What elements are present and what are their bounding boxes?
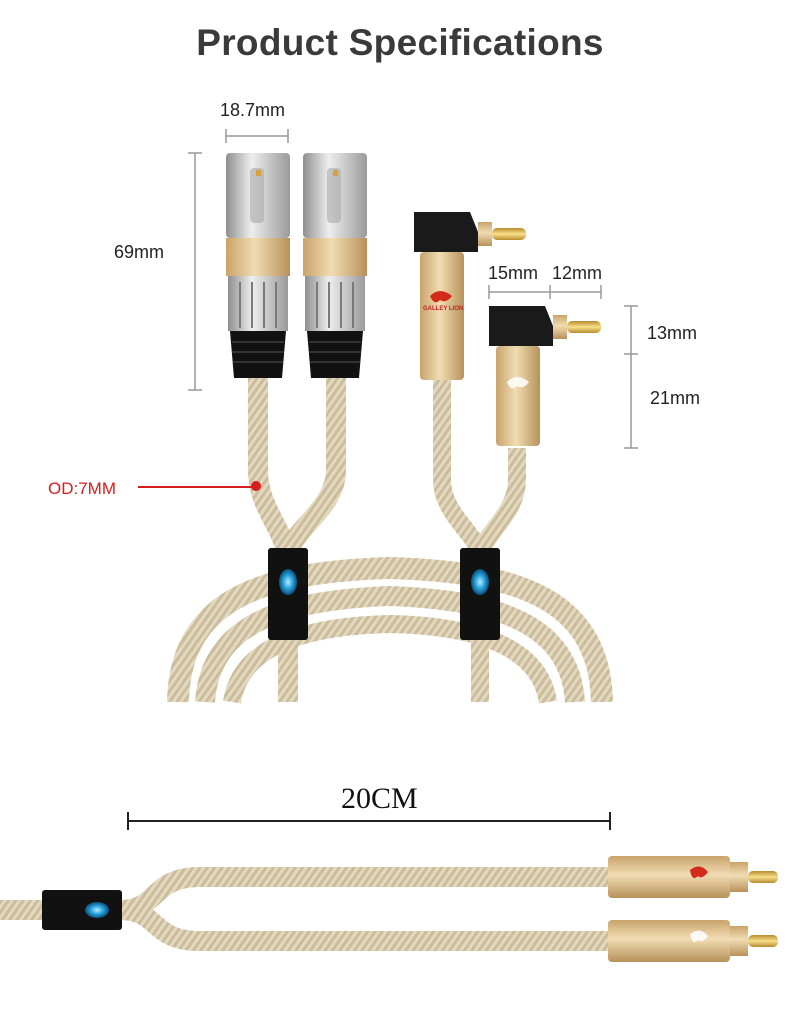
coiled-cable [167,556,613,704]
rca-right-angle-connector-lower [489,306,601,446]
od-marker [138,481,261,491]
length-dimension [127,812,611,830]
splitter-right [460,548,500,640]
lion-logo-icon [430,291,452,303]
rca-right-angle-connector-upper: GALLEY LION [414,212,526,380]
rca-cable-y [433,380,526,702]
splitter-left [268,548,308,640]
dimension-lines [188,129,638,449]
side-cable [0,867,612,951]
rca-straight-connector-lower [608,920,778,962]
xlr-width-label: 18.7mm [220,100,285,120]
lion-logo-icon [690,930,708,942]
led-indicator-icon [471,569,489,595]
xlr-connector-left [226,153,290,378]
page-title: Product Specifications [196,22,604,63]
rca-head-height-label: 13mm [647,323,697,343]
xlr-cable-y [248,378,346,702]
led-indicator-icon [85,902,109,918]
xlr-length-label: 69mm [114,242,164,262]
rca-straight-connector-upper [608,856,778,898]
lion-logo-icon [690,866,708,878]
lion-logo-icon [507,377,529,389]
outer-diameter-label: OD:7MM [48,479,116,498]
svg-text:GALLEY LION: GALLEY LION [423,306,463,312]
rca-body-height-label: 21mm [650,388,700,408]
splitter-side [42,890,122,930]
led-indicator-icon [279,569,297,595]
rca-tip-label: 12mm [552,263,602,283]
splitter-length-label: 20CM [341,782,418,815]
rca-offset-label: 15mm [488,263,538,283]
xlr-connector-right [303,153,367,378]
